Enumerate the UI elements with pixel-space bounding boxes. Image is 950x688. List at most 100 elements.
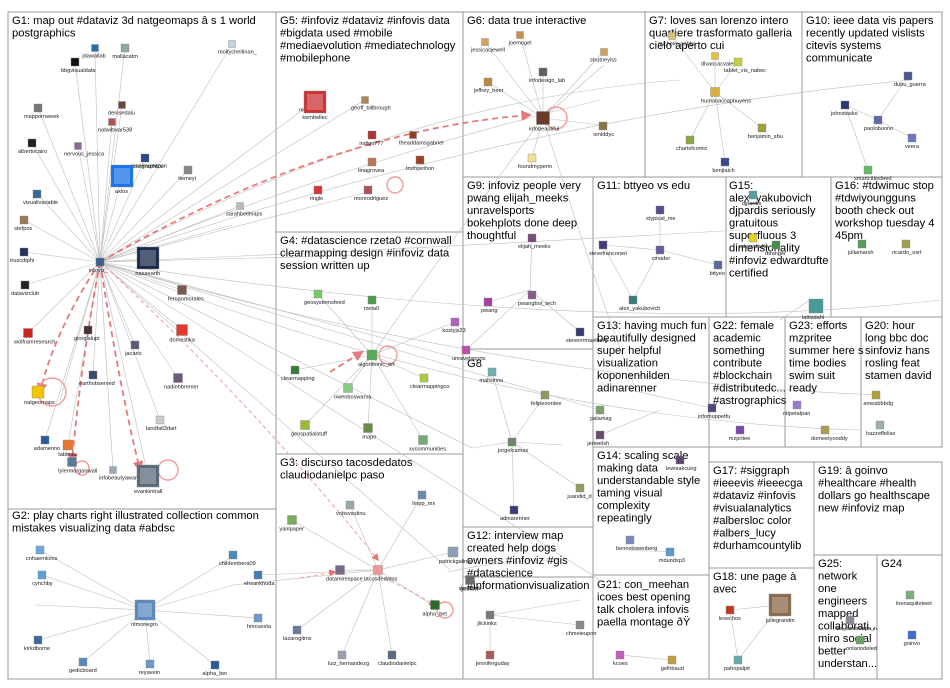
node-avatar[interactable]: [736, 426, 744, 434]
node-avatar[interactable]: [184, 166, 192, 174]
node-avatar[interactable]: [599, 122, 607, 130]
node-avatar[interactable]: [528, 154, 536, 162]
node-avatar[interactable]: [793, 401, 801, 409]
node-avatar[interactable]: [599, 241, 607, 249]
node-avatar[interactable]: [410, 132, 417, 139]
node-avatar[interactable]: [364, 186, 372, 194]
node-avatar[interactable]: [156, 416, 164, 424]
node-avatar[interactable]: [96, 258, 104, 266]
node-avatar[interactable]: [908, 134, 916, 142]
node-avatar[interactable]: [714, 261, 722, 269]
node-avatar[interactable]: [448, 547, 458, 557]
node-avatar[interactable]: [338, 651, 346, 659]
node-kembellec[interactable]: kembellec: [302, 91, 327, 121]
node-avatar[interactable]: [486, 651, 494, 659]
node-avatar[interactable]: [418, 491, 426, 499]
node-avatar[interactable]: [601, 49, 608, 56]
node-avatar[interactable]: [254, 614, 262, 622]
node-avatar[interactable]: [419, 436, 428, 445]
node-avatar[interactable]: [109, 119, 116, 126]
node-avatar[interactable]: [451, 318, 459, 326]
node-avatar[interactable]: [576, 484, 584, 492]
node-avatar[interactable]: [772, 241, 780, 249]
node-avatar[interactable]: [712, 53, 719, 60]
node-avatar[interactable]: [508, 438, 516, 446]
node-avatar[interactable]: [34, 636, 42, 644]
node-avatar[interactable]: [368, 296, 376, 304]
node-avatar[interactable]: [809, 299, 823, 313]
node-avatar[interactable]: [656, 206, 664, 214]
node-avatar[interactable]: [616, 651, 624, 659]
node-avatar[interactable]: [254, 571, 262, 579]
node-avatar[interactable]: [141, 154, 149, 162]
node-avatar[interactable]: [510, 506, 518, 514]
node-avatar[interactable]: [301, 421, 310, 430]
node-avatar[interactable]: [368, 158, 376, 166]
node-avatar[interactable]: [84, 326, 92, 334]
node-avatar[interactable]: [462, 346, 470, 354]
node-avatar[interactable]: [874, 116, 882, 124]
node-avatar[interactable]: [846, 616, 854, 624]
node-avatar[interactable]: [541, 391, 549, 399]
node-avatar[interactable]: [668, 656, 676, 664]
node-avatar[interactable]: [484, 298, 492, 306]
node-avatar[interactable]: [362, 97, 369, 104]
node-avatar[interactable]: [876, 421, 884, 429]
node-avatar[interactable]: [431, 601, 440, 610]
node-juliegrandin[interactable]: juliegrandin: [765, 594, 795, 624]
node-avatar[interactable]: [904, 72, 912, 80]
node-avatar[interactable]: [32, 386, 44, 398]
node-avatar[interactable]: [28, 139, 36, 147]
node-avatar[interactable]: [75, 143, 82, 150]
node-avatar[interactable]: [539, 68, 547, 76]
node-avatar[interactable]: [906, 591, 914, 599]
node-avatar[interactable]: [708, 404, 716, 412]
node-avatar[interactable]: [63, 440, 73, 450]
node-avatar[interactable]: [178, 286, 187, 295]
node-avatar[interactable]: [821, 426, 829, 434]
node-avatar[interactable]: [596, 431, 604, 439]
node-avatar[interactable]: [177, 325, 188, 336]
node-avatar[interactable]: [110, 467, 117, 474]
node-avatar[interactable]: [33, 190, 41, 198]
node-avatar[interactable]: [291, 366, 299, 374]
node-avatar[interactable]: [174, 374, 183, 383]
node-avatar[interactable]: [528, 234, 536, 242]
node-avatar[interactable]: [486, 611, 494, 619]
node-avatar[interactable]: [482, 39, 489, 46]
node-avatar[interactable]: [484, 78, 492, 86]
node-avatar[interactable]: [131, 341, 139, 349]
node-avatar[interactable]: [517, 32, 524, 39]
node-avatar[interactable]: [841, 101, 849, 109]
node-avatar[interactable]: [576, 621, 584, 629]
node-avatar[interactable]: [721, 158, 729, 166]
node-avatar[interactable]: [388, 651, 396, 659]
node-avatar[interactable]: [146, 660, 154, 668]
node-avatar[interactable]: [734, 58, 742, 66]
node-avatar[interactable]: [758, 124, 766, 132]
node-avatar[interactable]: [314, 186, 322, 194]
node-avatar[interactable]: [711, 88, 720, 97]
node-avatar[interactable]: [20, 248, 28, 256]
node-avatar[interactable]: [749, 191, 757, 199]
node-avatar[interactable]: [288, 516, 297, 525]
node-avatar[interactable]: [669, 33, 676, 40]
node-avatar[interactable]: [420, 374, 428, 382]
node-avatar[interactable]: [726, 606, 734, 614]
node-avatar[interactable]: [666, 548, 674, 556]
node-avatar[interactable]: [92, 45, 99, 52]
node-avatar[interactable]: [374, 566, 383, 575]
node-avatar[interactable]: [734, 656, 742, 664]
node-avatar[interactable]: [749, 234, 757, 242]
node-avatar[interactable]: [336, 566, 345, 575]
node-avatar[interactable]: [346, 501, 354, 509]
node-avatar[interactable]: [576, 328, 584, 336]
node-avatar[interactable]: [676, 456, 684, 464]
node-avatar[interactable]: [20, 216, 28, 224]
node-avatar[interactable]: [41, 436, 49, 444]
node-avatar[interactable]: [229, 551, 237, 559]
node-evankintrall[interactable]: evankintrall: [134, 465, 162, 495]
node-avatar[interactable]: [902, 240, 910, 248]
node-avatar[interactable]: [537, 112, 550, 125]
node-avatar[interactable]: [24, 329, 33, 338]
